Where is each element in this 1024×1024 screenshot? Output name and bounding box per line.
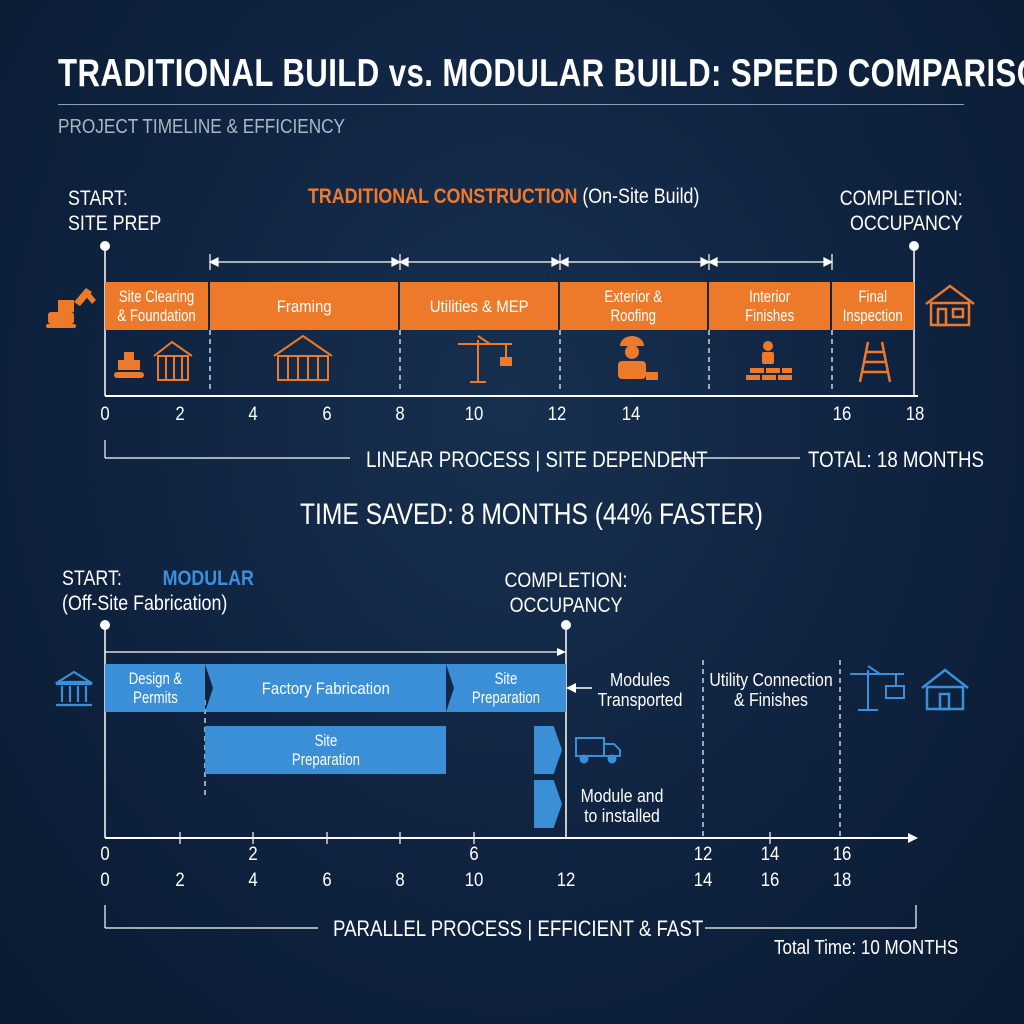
bricklayer-icon <box>746 341 792 380</box>
mod-lower-tick: 0 <box>100 870 110 891</box>
trad-total-label: TOTAL: 18 MONTHS <box>808 447 984 472</box>
trad-tick: 16 <box>832 404 852 425</box>
trad-tick: 14 <box>621 404 641 425</box>
mod-upper-tick: 12 <box>693 844 713 865</box>
house-icon <box>925 284 975 327</box>
trad-phase-4-l2: Finishes <box>744 306 795 325</box>
trad-end-label: COMPLETION: OCCUPANCY <box>840 186 963 236</box>
mod-heading-bold: MODULAR <box>162 567 254 590</box>
trad-phase-site-clearing: Site Clearing& Foundation <box>105 282 208 330</box>
trad-start-line2: SITE PREP <box>68 212 162 235</box>
ladder-icon <box>858 341 892 383</box>
crane-module-icon <box>850 665 905 711</box>
page-subtitle: PROJECT TIMELINE & EFFICIENCY <box>58 116 346 138</box>
page-title: TRADITIONAL BUILD vs. MODULAR BUILD: SPE… <box>58 52 1024 95</box>
mod-total-label: Total Time: 10 MONTHS <box>774 937 959 959</box>
mod-upper-tick: 2 <box>248 844 258 865</box>
mod-process-label: PARALLEL PROCESS | EFFICIENT & FAST <box>333 916 704 941</box>
bank-icon <box>54 670 94 707</box>
mod-end-line2: OCCUPANCY <box>509 594 623 617</box>
trad-start-label: START: SITE PREP <box>68 186 161 236</box>
mod-phase-design: Design &Permits <box>105 664 205 712</box>
house-frame-icon <box>153 340 193 381</box>
utility-connection-label: Utility Connection & Finishes <box>709 670 833 710</box>
mod-lower-tick: 18 <box>832 870 852 891</box>
trad-phase-3-l1: Exterior & <box>604 287 663 306</box>
mod-lower-tick: 10 <box>464 870 484 891</box>
mod-lower-tick: 2 <box>175 870 185 891</box>
mod-parallel-l1: Site <box>314 731 337 750</box>
mod-upper-tick: 14 <box>760 844 780 865</box>
mod-start-line1: START: <box>62 567 122 590</box>
mod-end-label: COMPLETION: OCCUPANCY <box>505 568 628 618</box>
trad-process-label: LINEAR PROCESS | SITE DEPENDENT <box>366 447 708 472</box>
trad-end-line2: OCCUPANCY <box>850 212 963 235</box>
trad-phase-utilities: Utilities & MEP <box>400 282 558 330</box>
trad-end-line1: COMPLETION: <box>840 187 963 210</box>
time-saved-label: TIME SAVED: 8 MONTHS (44% FASTER) <box>300 498 763 531</box>
mod-start-label: START: MODULAR (Off-Site Fabrication) <box>62 566 254 616</box>
mod-end-line1: COMPLETION: <box>504 569 628 592</box>
mod-lower-tick: 8 <box>395 870 405 891</box>
trad-phase-5-l2: Inspection <box>842 306 904 325</box>
tower-crane-icon <box>458 335 512 383</box>
trad-tick: 6 <box>322 404 332 425</box>
module-installed-label: Module and to installed <box>580 786 664 826</box>
house-icon <box>921 668 969 711</box>
trad-phase-0-l1: Site Clearing <box>118 287 195 306</box>
trad-tick: 0 <box>100 404 110 425</box>
mod-heading-rest: (Off-Site Fabrication) <box>62 592 228 615</box>
title-divider <box>58 104 964 105</box>
trad-phase-5-l1: Final <box>858 287 888 306</box>
mod-lower-tick: 4 <box>248 870 258 891</box>
trad-heading-rest: (On-Site Build) <box>577 185 700 208</box>
bulldozer-icon <box>114 352 144 378</box>
mod-upper-tick: 0 <box>100 844 110 865</box>
mod-phase-factory: Factory Fabrication <box>205 664 446 712</box>
trad-phase-4-l1: Interior <box>749 287 790 306</box>
mod-phase-2-l2: Preparation <box>471 688 541 707</box>
truck-icon <box>575 737 621 764</box>
worker-icon <box>618 336 658 380</box>
trad-tick: 12 <box>547 404 567 425</box>
trad-tick: 8 <box>395 404 405 425</box>
mod-phase-2-l1: Site <box>494 669 518 688</box>
mod-upper-tick: 16 <box>832 844 852 865</box>
trad-phase-0-l2: & Foundation <box>117 306 196 325</box>
excavator-icon <box>46 288 96 328</box>
trad-heading-bold: TRADITIONAL CONSTRUCTION <box>308 185 578 208</box>
mod-lower-tick: 12 <box>556 870 576 891</box>
trad-tick: 18 <box>905 404 925 425</box>
mod-phase-0-l2: Permits <box>132 688 178 707</box>
mod-lower-tick: 16 <box>760 870 780 891</box>
trad-tick: 2 <box>175 404 185 425</box>
trad-phase-exterior: Exterior &Roofing <box>560 282 707 330</box>
trad-tick: 10 <box>464 404 484 425</box>
trad-phase-framing: Framing <box>210 282 398 330</box>
modules-transported-label: Modules Transported <box>597 670 683 710</box>
mod-upper-tick: 6 <box>469 844 479 865</box>
mod-phase-0-l1: Design & <box>128 669 182 688</box>
house-frame-icon <box>273 334 333 381</box>
mod-lower-tick: 14 <box>693 870 713 891</box>
trad-tick: 4 <box>248 404 258 425</box>
mod-parallel-l2: Preparation <box>291 750 360 769</box>
mod-lower-tick: 6 <box>322 870 332 891</box>
trad-phase-3-l2: Roofing <box>610 306 657 325</box>
trad-heading: TRADITIONAL CONSTRUCTION (On-Site Build) <box>308 184 699 209</box>
trad-start-line1: START: <box>68 187 128 210</box>
